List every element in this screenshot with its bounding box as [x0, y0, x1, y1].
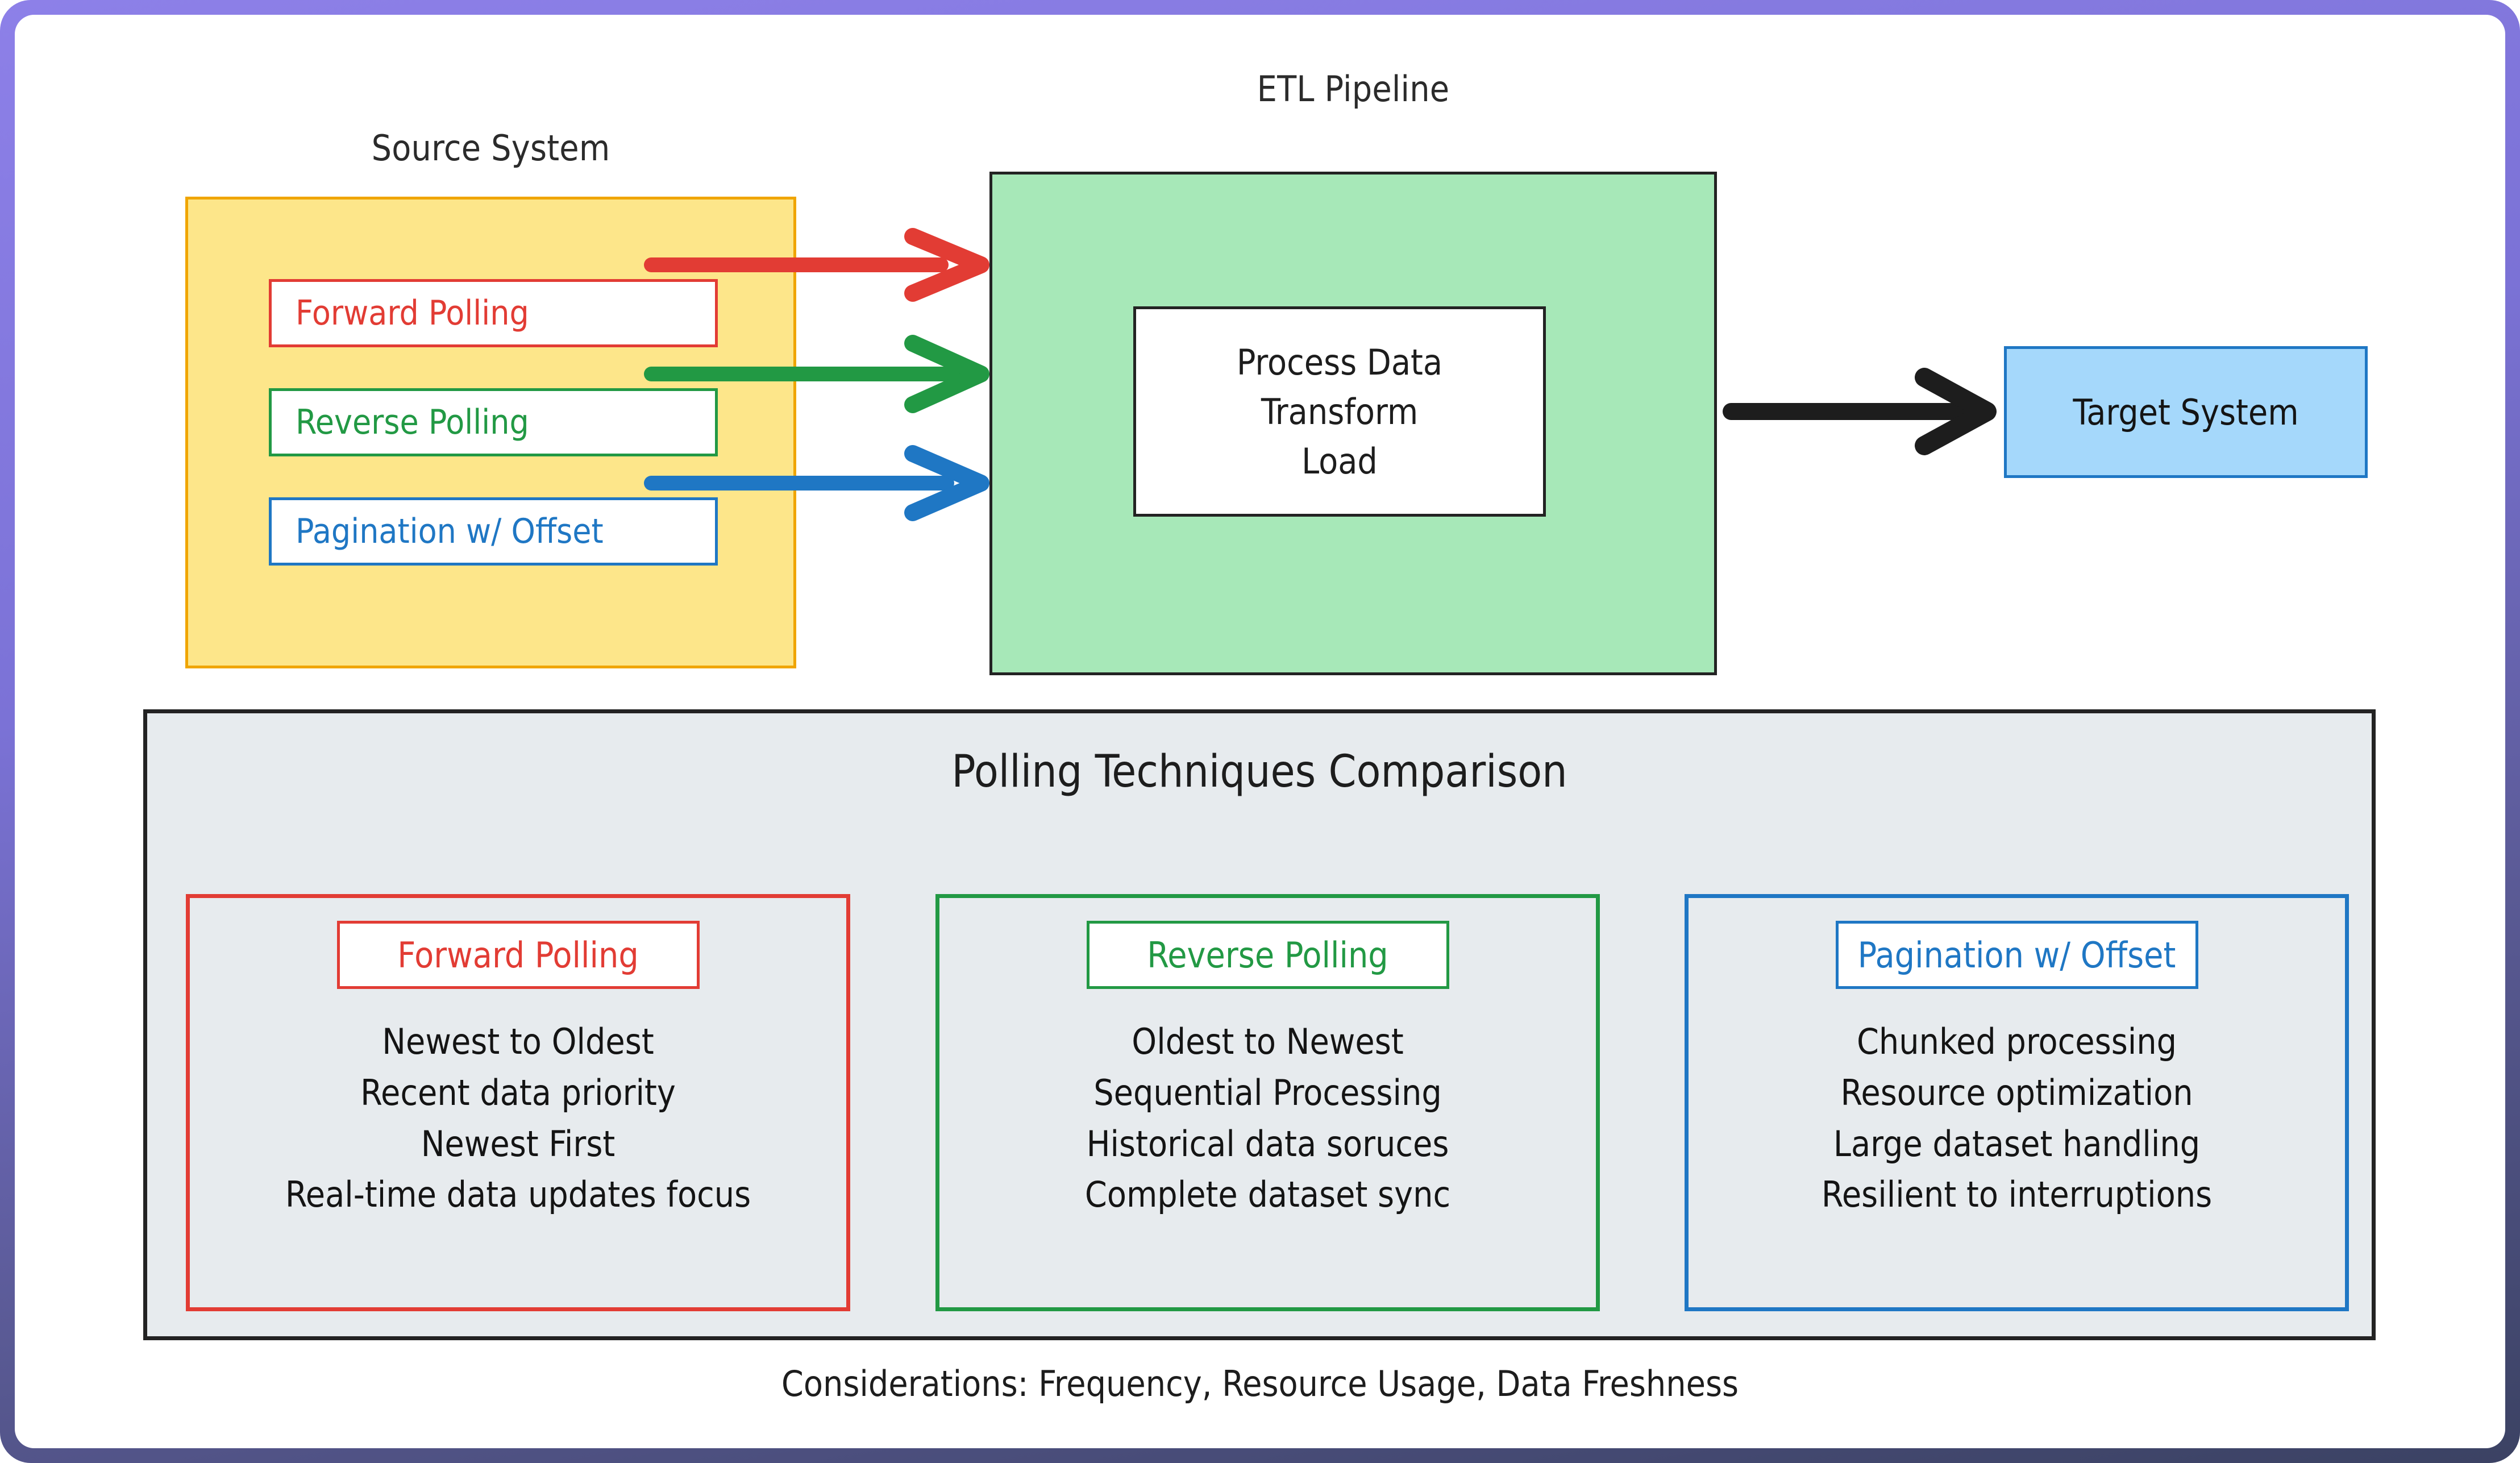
comparison-card-reverse-polling[interactable]: Reverse Polling Oldest to Newest Sequent… — [935, 894, 1600, 1311]
black-arrow — [1723, 368, 1997, 455]
comparison-card-line: Resilient to interruptions — [1821, 1174, 2213, 1216]
comparison-card-line: Real-time data updates focus — [285, 1174, 751, 1216]
comparison-card-heading: Reverse Polling — [1086, 921, 1449, 989]
source-system-label: Source System — [371, 127, 610, 169]
comparison-card-line: Resource optimization — [1840, 1071, 2193, 1113]
source-item-reverse-polling[interactable]: Reverse Polling — [269, 388, 718, 456]
source-item-pagination-offset[interactable]: Pagination w/ Offset — [269, 497, 718, 566]
comparison-card-line: Historical data soruces — [1086, 1123, 1449, 1165]
comparison-card-lines: Newest to Oldest Recent data priority Ne… — [190, 1019, 846, 1218]
considerations-footnote: Considerations: Frequency, Resource Usag… — [781, 1363, 1739, 1404]
diagram-canvas: Source System Forward Polling Reverse Po… — [15, 15, 2505, 1448]
comparison-card-line: Large dataset handling — [1833, 1123, 2201, 1165]
source-system-box: Forward Polling Reverse Polling Paginati… — [185, 197, 796, 668]
etl-steps-box: Process Data Transform Load — [1133, 306, 1546, 517]
comparison-card-lines: Oldest to Newest Sequential Processing H… — [939, 1019, 1596, 1218]
comparison-card-lines: Chunked processing Resource optimization… — [1689, 1019, 2345, 1218]
comparison-card-line: Recent data priority — [360, 1071, 676, 1113]
source-item-forward-polling[interactable]: Forward Polling — [269, 279, 718, 347]
etl-pipeline-box: Process Data Transform Load — [989, 172, 1717, 675]
comparison-card-line: Newest First — [421, 1123, 616, 1165]
comparison-card-forward-polling[interactable]: Forward Polling Newest to Oldest Recent … — [186, 894, 850, 1311]
polling-comparison-panel: Polling Techniques Comparison Forward Po… — [143, 709, 2376, 1340]
comparison-card-pagination-offset[interactable]: Pagination w/ Offset Chunked processing … — [1685, 894, 2349, 1311]
etl-step-load: Load — [1301, 440, 1378, 482]
comparison-card-line: Chunked processing — [1856, 1021, 2177, 1062]
source-item-label: Reverse Polling — [296, 402, 529, 442]
target-system-label: Target System — [2073, 391, 2299, 433]
target-system-box: Target System — [2004, 346, 2368, 478]
comparison-panel-title: Polling Techniques Comparison — [951, 746, 1567, 797]
etl-step-process-data: Process Data — [1236, 341, 1443, 383]
comparison-card-heading: Pagination w/ Offset — [1835, 921, 2198, 989]
comparison-card-heading: Forward Polling — [336, 921, 700, 989]
comparison-card-line: Complete dataset sync — [1084, 1174, 1451, 1216]
etl-step-transform: Transform — [1261, 390, 1419, 433]
comparison-card-line: Oldest to Newest — [1132, 1021, 1404, 1062]
source-item-label: Pagination w/ Offset — [296, 512, 604, 551]
source-item-label: Forward Polling — [296, 293, 529, 333]
comparison-card-line: Sequential Processing — [1093, 1071, 1442, 1113]
comparison-card-line: Newest to Oldest — [382, 1021, 654, 1062]
etl-pipeline-label: ETL Pipeline — [1257, 68, 1450, 110]
